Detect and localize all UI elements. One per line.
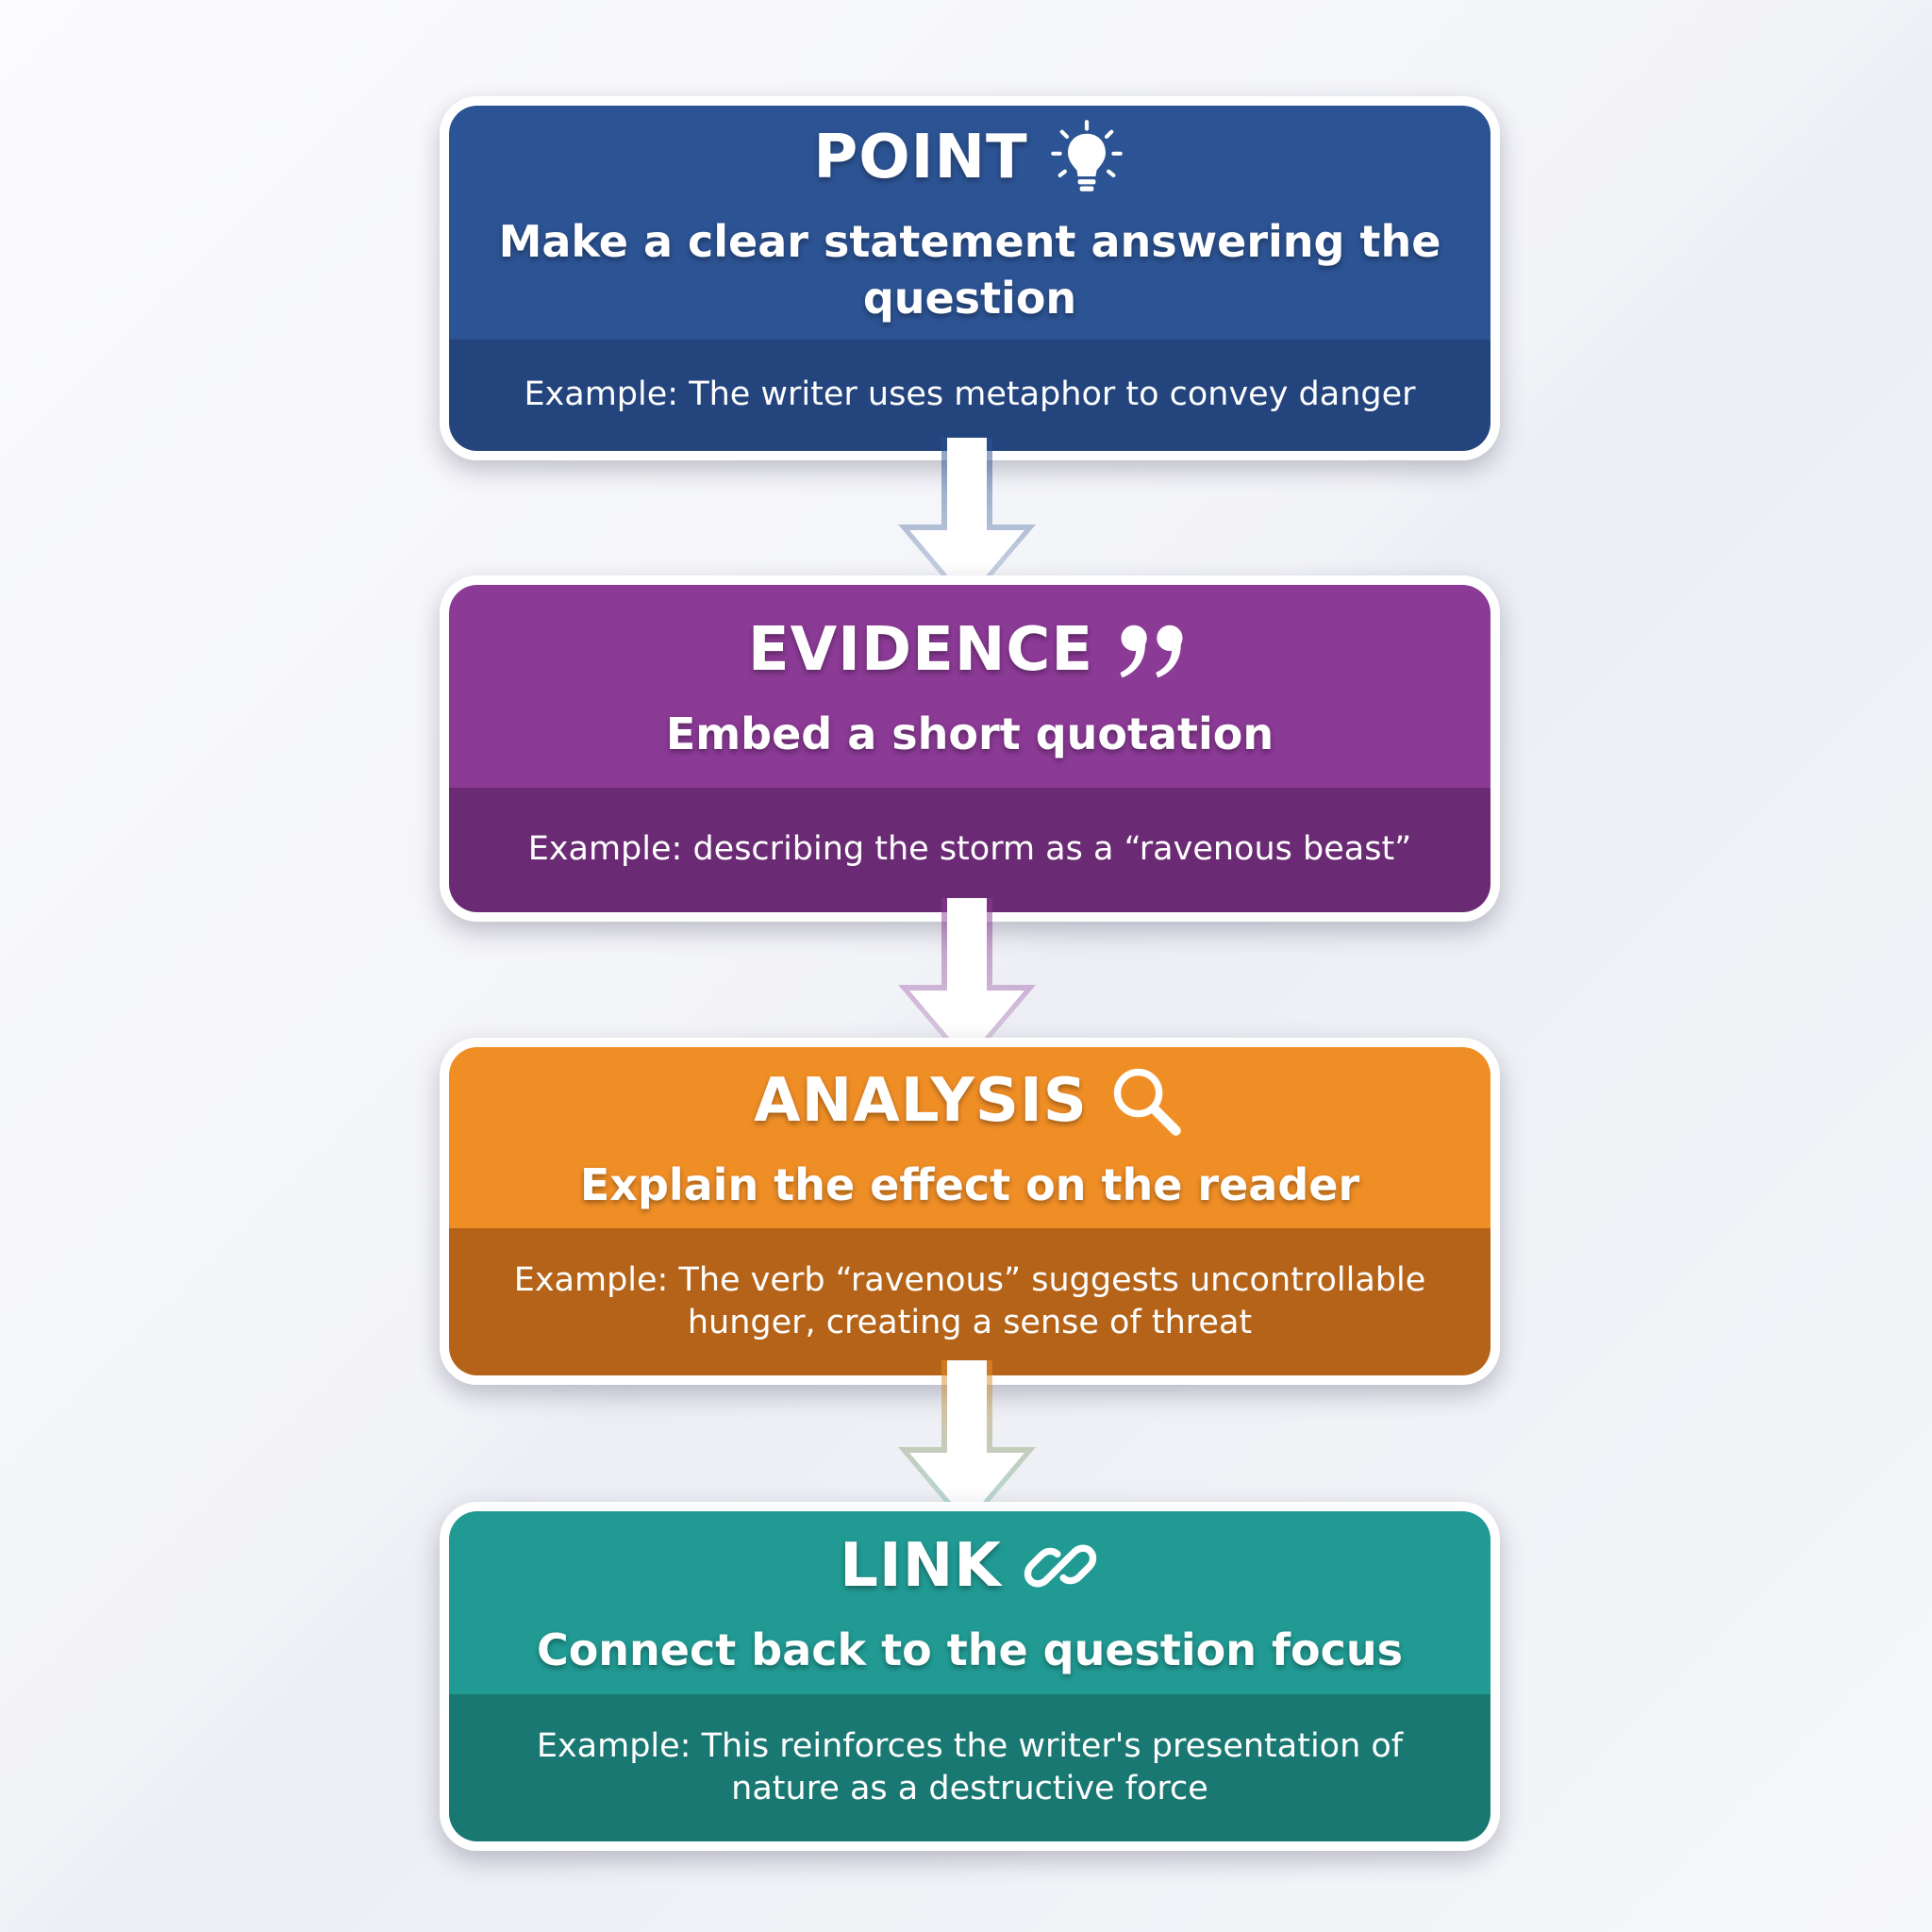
evidence-title-row: EVIDENCE — [748, 610, 1191, 690]
evidence-card: EVIDENCE Embed a short quotation Example… — [440, 575, 1500, 922]
analysis-card-header: ANALYSIS Explain the effect on the reade… — [449, 1047, 1491, 1228]
analysis-example: Example: The verb “ravenous” suggests un… — [449, 1228, 1491, 1375]
point-title: POINT — [813, 123, 1028, 193]
point-description: Make a clear statement answering the que… — [498, 216, 1441, 324]
point-title-row: POINT — [813, 118, 1125, 197]
analysis-title-row: ANALYSIS — [754, 1061, 1186, 1141]
arrow-down-icon — [896, 898, 1038, 1068]
chain-link-icon — [1021, 1526, 1100, 1606]
evidence-example: Example: describing the storm as a “rave… — [449, 788, 1491, 912]
lightbulb-icon — [1047, 118, 1126, 197]
point-example: Example: The writer uses metaphor to con… — [449, 340, 1491, 451]
point-card-header: POINT Make a — [449, 106, 1491, 340]
evidence-card-header: EVIDENCE Embed a short quotation — [449, 585, 1491, 788]
magnifying-glass-icon — [1107, 1061, 1186, 1141]
link-example: Example: This reinforces the writer's pr… — [449, 1694, 1491, 1841]
link-card-header: LINK Connect back to the question focus — [449, 1511, 1491, 1694]
analysis-card: ANALYSIS Explain the effect on the reade… — [440, 1038, 1500, 1385]
arrow-down-icon — [896, 438, 1038, 608]
analysis-description: Explain the effect on the reader — [579, 1159, 1360, 1211]
analysis-title: ANALYSIS — [754, 1066, 1088, 1137]
evidence-title: EVIDENCE — [747, 614, 1094, 685]
point-card: POINT Make a — [440, 96, 1500, 460]
link-title: LINK — [840, 1531, 1002, 1602]
link-title-row: LINK — [840, 1526, 1100, 1606]
quotation-mark-icon — [1112, 610, 1191, 690]
link-description: Connect back to the question focus — [536, 1624, 1404, 1676]
link-card: LINK Connect back to the question focus … — [440, 1502, 1500, 1851]
arrow-down-icon — [896, 1360, 1038, 1530]
evidence-description: Embed a short quotation — [665, 708, 1274, 759]
